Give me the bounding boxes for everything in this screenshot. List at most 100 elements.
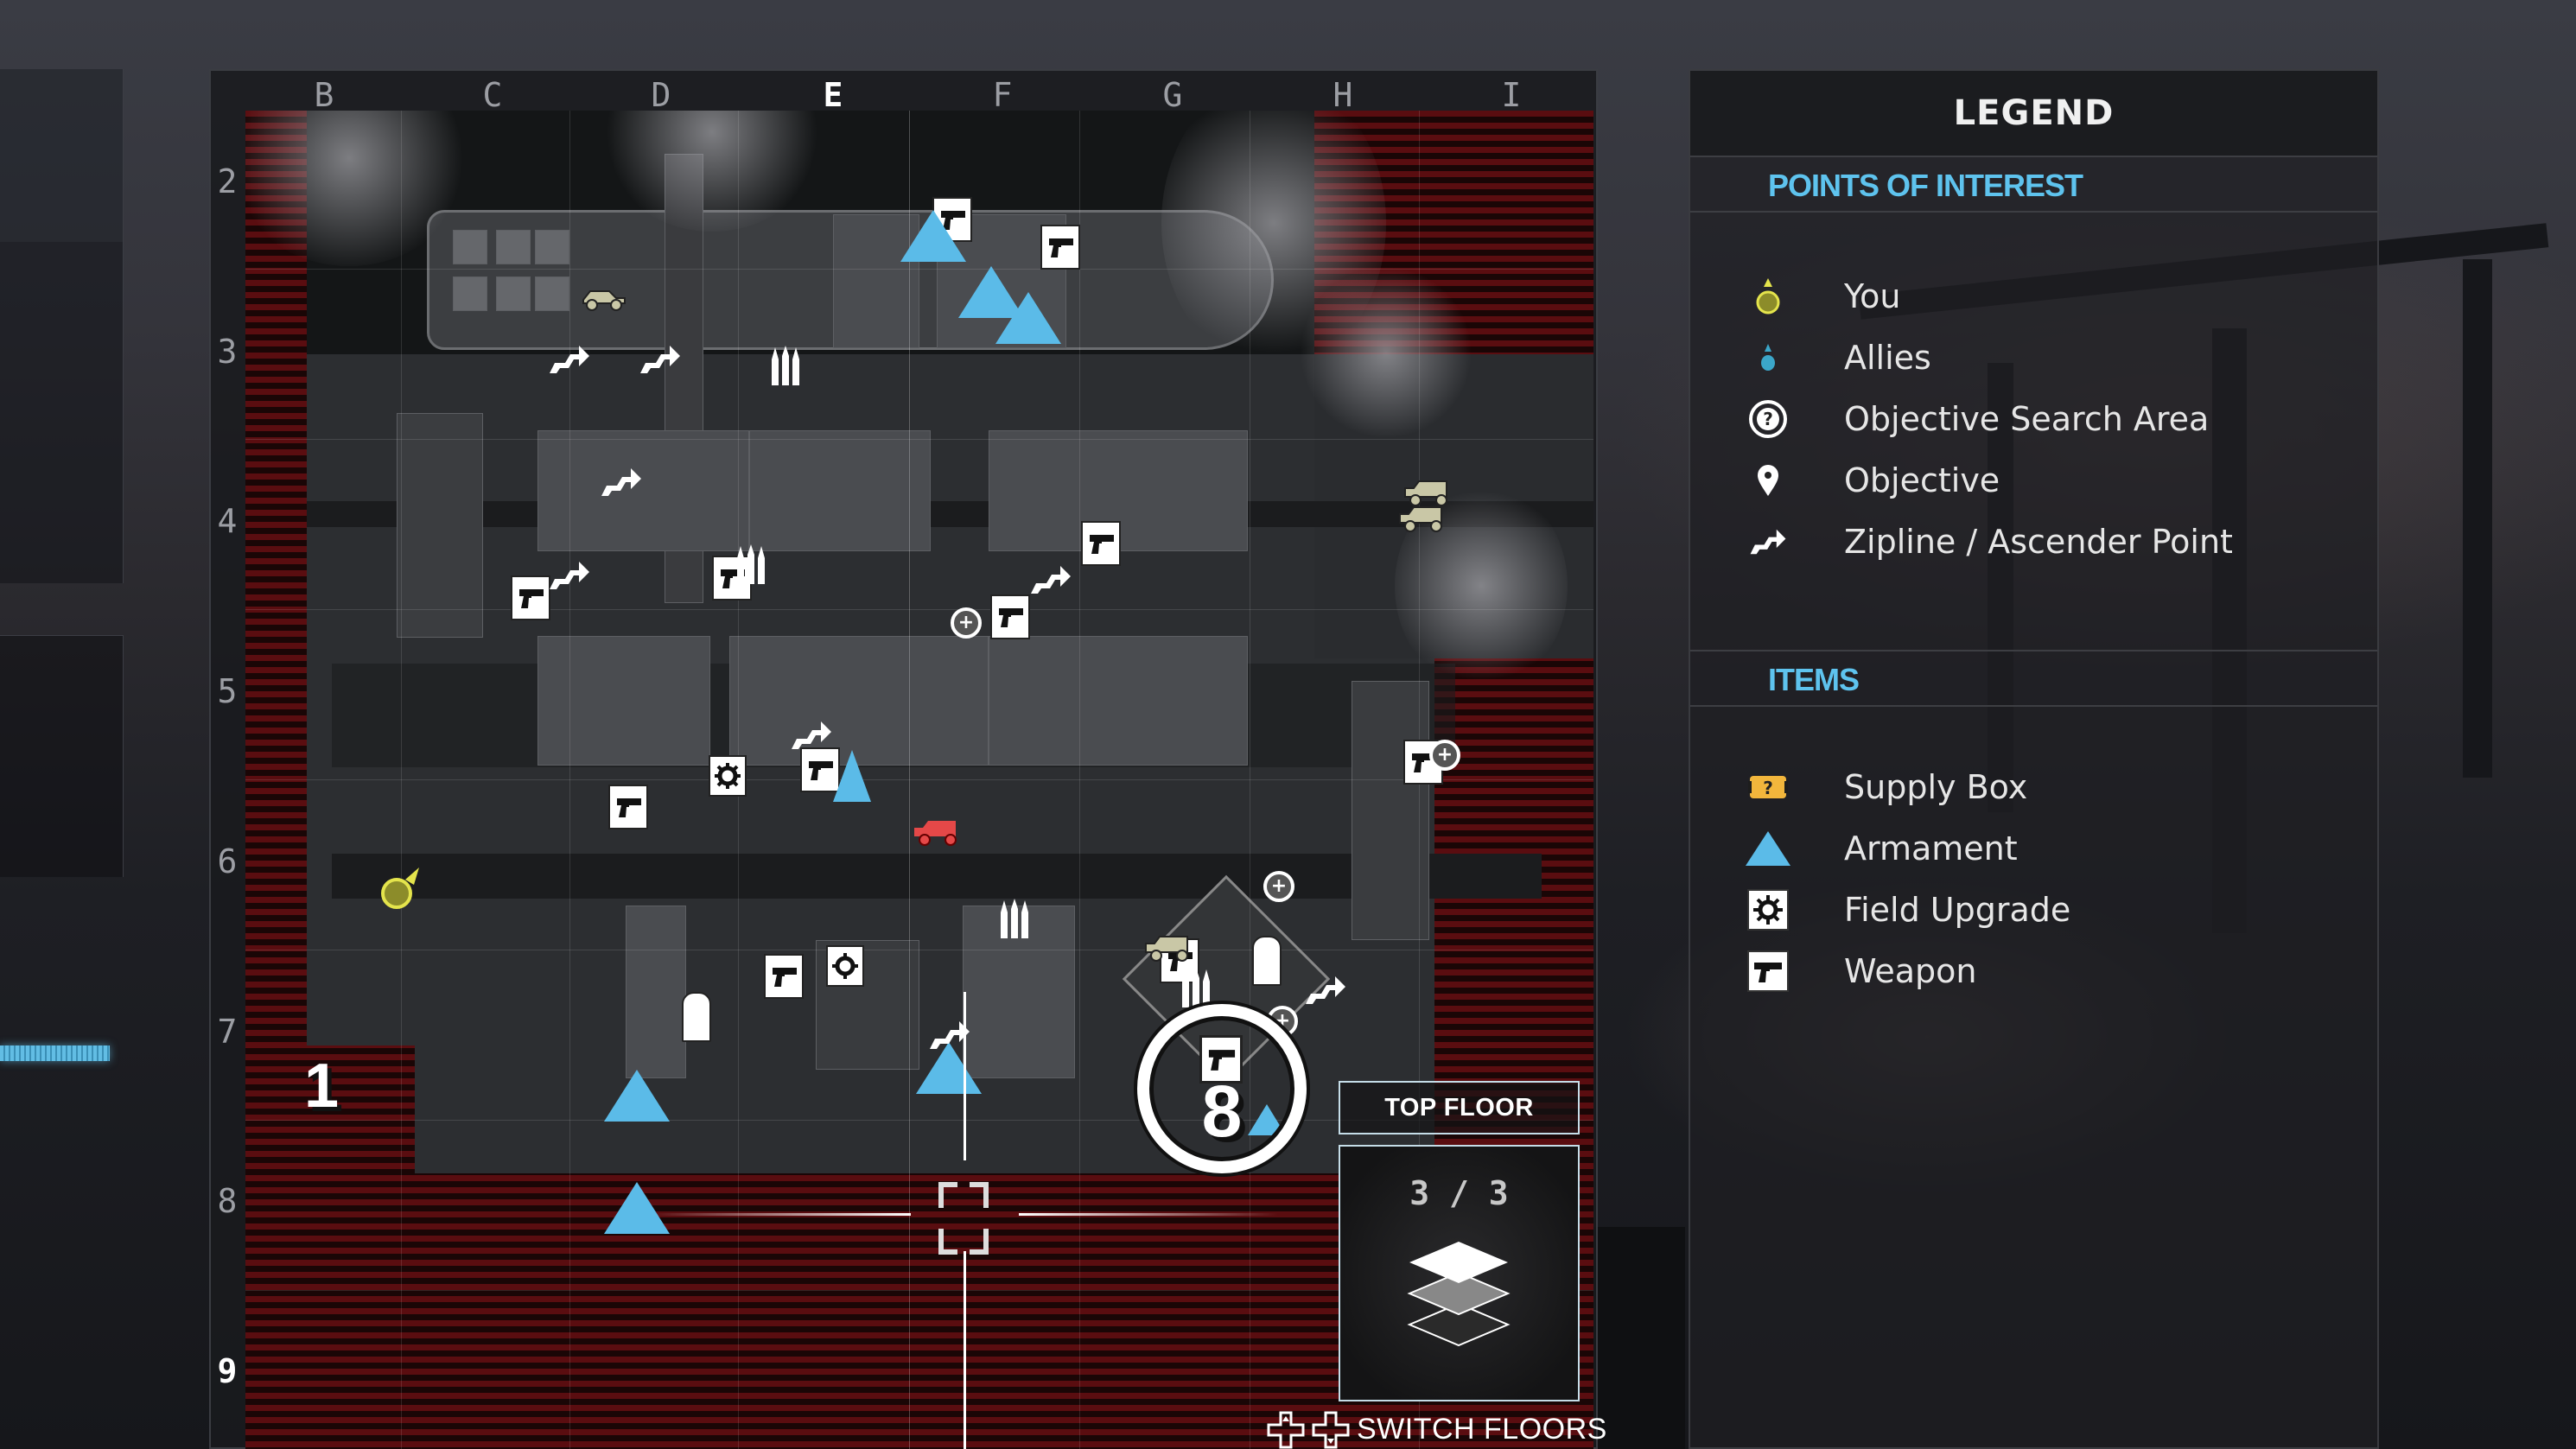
building <box>1352 681 1429 940</box>
floor-name-label: TOP FLOOR <box>1339 1081 1580 1134</box>
ammo-marker[interactable] <box>734 543 768 586</box>
armor-plate-marker[interactable] <box>1252 936 1282 986</box>
row-label-active: 9 <box>217 1352 238 1390</box>
floor-selector[interactable]: 3 / 3 <box>1339 1145 1580 1401</box>
side-panel <box>0 242 124 583</box>
dpad-icon <box>1267 1411 1305 1448</box>
vehicle-marker[interactable] <box>580 281 628 312</box>
section-points-of-interest: POINTS OF INTEREST <box>1690 157 2377 213</box>
container-stack <box>749 430 931 551</box>
enemy-vehicle-marker[interactable] <box>913 817 968 847</box>
armament-marker[interactable] <box>604 1182 670 1234</box>
legend-label: Objective Search Area <box>1844 400 2210 438</box>
zipline-icon <box>1750 529 1786 555</box>
vehicle-marker[interactable] <box>1144 933 1198 963</box>
column-label: C <box>482 76 503 114</box>
weapon-marker[interactable] <box>511 575 550 620</box>
legend-label: You <box>1844 277 1901 315</box>
armament-marker[interactable] <box>995 292 1061 344</box>
crosshair-bracket <box>970 1229 989 1255</box>
legend-panel: LEGEND POINTS OF INTEREST You Allies ? O… <box>1689 69 2379 1449</box>
self-revive-marker[interactable]: + <box>1263 871 1294 902</box>
zipline-marker[interactable] <box>790 720 833 751</box>
armament-marker[interactable] <box>916 1042 982 1094</box>
road <box>307 501 1593 527</box>
legend-item-objective-search-area: ? Objective Search Area <box>1742 393 2209 445</box>
legend-item-objective: Objective <box>1742 454 2000 506</box>
squad-pin-number: 1 <box>304 1052 340 1121</box>
self-revive-marker[interactable]: + <box>1429 740 1460 771</box>
armament-marker[interactable] <box>833 750 871 802</box>
side-panel <box>0 635 124 877</box>
legend-item-you: You <box>1742 270 1901 322</box>
map-row-labels: 2 3 4 5 6 7 8 9 <box>209 111 245 1449</box>
container-stack <box>626 906 686 1078</box>
weapon-marker[interactable] <box>764 954 804 999</box>
ally-icon <box>1761 344 1775 371</box>
grid-line <box>401 111 402 1449</box>
weapon-marker[interactable] <box>608 785 648 829</box>
row-label: 4 <box>217 502 238 540</box>
column-label: I <box>1501 76 1522 114</box>
floor-layers-icon <box>1407 1242 1511 1347</box>
building <box>816 940 919 1070</box>
switch-floors-label: SWITCH FLOORS <box>1357 1413 1607 1446</box>
container <box>496 276 531 311</box>
crosshair-line <box>1019 1213 1278 1216</box>
legend-item-allies: Allies <box>1742 332 1931 384</box>
map-column-labels: B C D E F G H I <box>209 73 1598 114</box>
legend-item-field-upgrade: Field Upgrade <box>1742 884 2070 936</box>
section-heading: POINTS OF INTEREST <box>1768 168 2083 203</box>
vehicle-marker[interactable] <box>1403 478 1457 507</box>
weapon-marker[interactable] <box>990 594 1030 639</box>
zipline-marker[interactable] <box>600 467 643 498</box>
column-label-active: E <box>823 76 843 114</box>
armor-plate-marker[interactable] <box>682 992 711 1042</box>
zipline-marker[interactable] <box>548 344 591 375</box>
field-upgrade-marker[interactable] <box>826 945 864 987</box>
grid-line <box>245 1290 1593 1291</box>
vehicle-marker[interactable] <box>1398 504 1452 533</box>
armament-marker[interactable] <box>900 210 966 262</box>
zipline-marker[interactable] <box>548 560 591 591</box>
floor-count: 3 / 3 <box>1409 1174 1509 1212</box>
zipline-marker[interactable] <box>1304 975 1347 1006</box>
progress-bar <box>0 1045 110 1061</box>
container-stack <box>537 430 749 551</box>
loot-cluster-marker[interactable]: 8 <box>1137 1004 1307 1173</box>
column-label: G <box>1162 76 1183 114</box>
ammo-marker[interactable] <box>768 344 803 387</box>
weapon-marker[interactable] <box>1040 225 1080 270</box>
switch-floors-button[interactable]: SWITCH FLOORS <box>1267 1410 1607 1449</box>
crosshair-bracket <box>970 1182 989 1208</box>
dpad-icon <box>1312 1411 1350 1448</box>
legend-label: Allies <box>1844 339 1931 377</box>
zipline-marker[interactable] <box>639 344 682 375</box>
map-canvas[interactable]: + + + + 1 8 <box>245 111 1593 1449</box>
armament-marker[interactable] <box>604 1070 670 1122</box>
legend-item-armament: Armament <box>1742 823 2018 874</box>
objective-search-area-icon: ? <box>1749 400 1787 438</box>
zipline-marker[interactable] <box>928 1020 971 1051</box>
section-items: ITEMS <box>1690 651 2377 707</box>
grid-line <box>245 779 1593 780</box>
legend-item-weapon: Weapon <box>1742 945 1976 997</box>
legend-label: Armament <box>1844 829 2018 867</box>
field-upgrade-marker[interactable] <box>709 755 747 797</box>
crosshair-bracket <box>938 1182 957 1208</box>
legend-label: Supply Box <box>1844 768 2028 806</box>
weapon-marker[interactable] <box>1081 521 1121 566</box>
crosshair-bracket <box>938 1229 957 1255</box>
zipline-marker[interactable] <box>1029 564 1072 595</box>
crosshair-line <box>964 1251 966 1449</box>
ammo-marker[interactable] <box>997 897 1032 940</box>
weapon-icon <box>1199 1035 1243 1084</box>
container <box>496 230 531 264</box>
field-upgrade-icon <box>1747 889 1789 931</box>
ammo-marker[interactable] <box>1179 966 1213 1009</box>
road <box>332 854 1542 899</box>
grid-line <box>1079 111 1080 1449</box>
row-label: 6 <box>217 842 238 880</box>
grid-line <box>245 439 1593 440</box>
self-revive-marker[interactable]: + <box>951 607 982 639</box>
